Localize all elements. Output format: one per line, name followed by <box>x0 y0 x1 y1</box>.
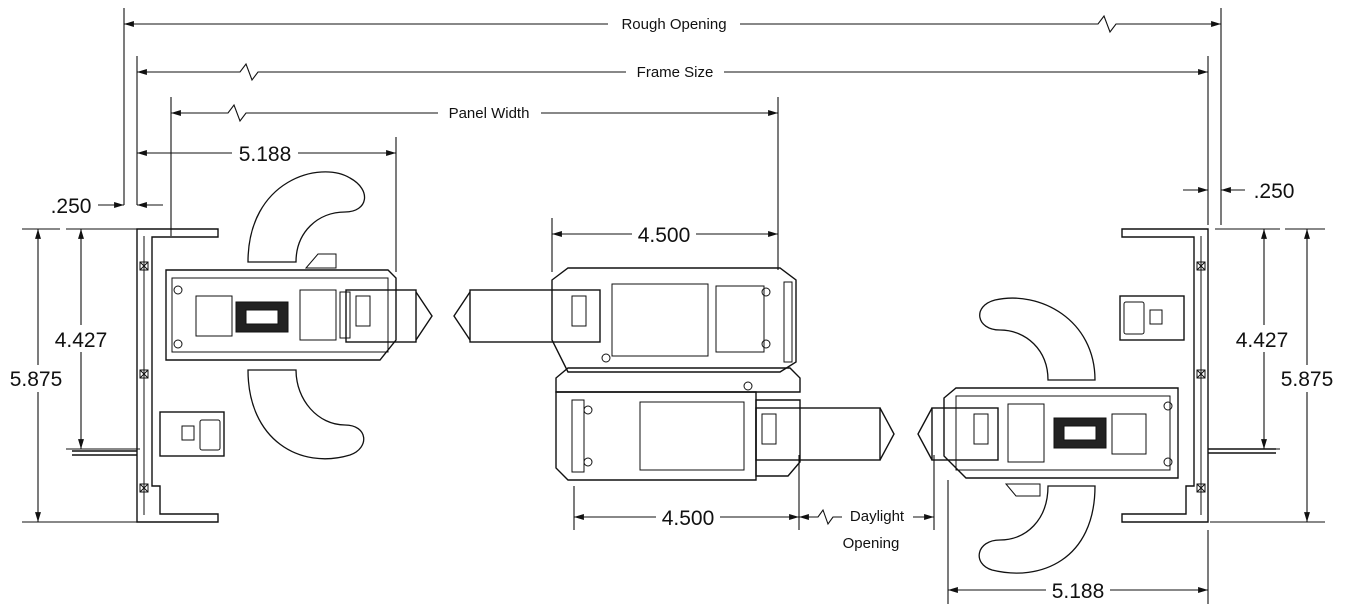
right-inner-height-value: 4.427 <box>1236 329 1289 352</box>
frame-size-label: Frame Size <box>637 64 714 81</box>
right-pull-handle <box>978 297 1096 574</box>
left-inner-height-dimension: 4.427 <box>55 228 140 450</box>
panel-width-dimension: Panel Width <box>170 97 779 270</box>
left-jamb-frame <box>72 228 225 523</box>
daylight-label-line2: Opening <box>843 535 900 552</box>
left-outer-height-value: 5.875 <box>10 368 63 391</box>
center-glazing-break <box>755 399 999 477</box>
right-outer-height-dimension: 5.875 <box>1210 228 1334 523</box>
right-panel-section <box>943 387 1179 479</box>
left-offset-value: 5.188 <box>239 143 292 166</box>
frame-size-dimension: Frame Size <box>136 56 1209 225</box>
center-interlock-lower <box>555 353 801 481</box>
rough-opening-dimension: Rough Opening <box>123 8 1222 225</box>
daylight-label-line1: Daylight <box>850 508 905 525</box>
left-inner-height-value: 4.427 <box>55 329 108 352</box>
bottom-meeting-value: 4.500 <box>662 507 715 530</box>
left-glazing-break <box>345 289 601 343</box>
left-pull-handle <box>247 171 366 460</box>
daylight-opening-dimension: Daylight Opening <box>799 455 935 552</box>
rough-opening-label: Rough Opening <box>621 16 726 33</box>
right-gap-value: .250 <box>1254 180 1295 203</box>
left-gap-dimension: .250 <box>51 195 163 218</box>
right-inner-height-dimension: 4.427 <box>1215 228 1289 450</box>
right-offset-value: 5.188 <box>1052 580 1105 603</box>
top-meeting-value: 4.500 <box>638 224 691 247</box>
left-outer-height-dimension: 5.875 <box>10 228 140 523</box>
center-interlock-upper <box>551 267 797 373</box>
left-gap-value: .250 <box>51 195 92 218</box>
top-meeting-dimension: 4.500 <box>551 218 778 272</box>
panel-width-label: Panel Width <box>449 105 530 122</box>
right-gap-dimension: .250 <box>1183 180 1294 203</box>
left-offset-dimension: 5.188 <box>137 137 397 272</box>
right-offset-dimension: 5.188 <box>947 480 1209 604</box>
bottom-meeting-dimension: 4.500 <box>573 455 800 530</box>
left-panel-section <box>165 269 397 361</box>
right-jamb-frame <box>1119 228 1276 523</box>
right-outer-height-value: 5.875 <box>1281 368 1334 391</box>
